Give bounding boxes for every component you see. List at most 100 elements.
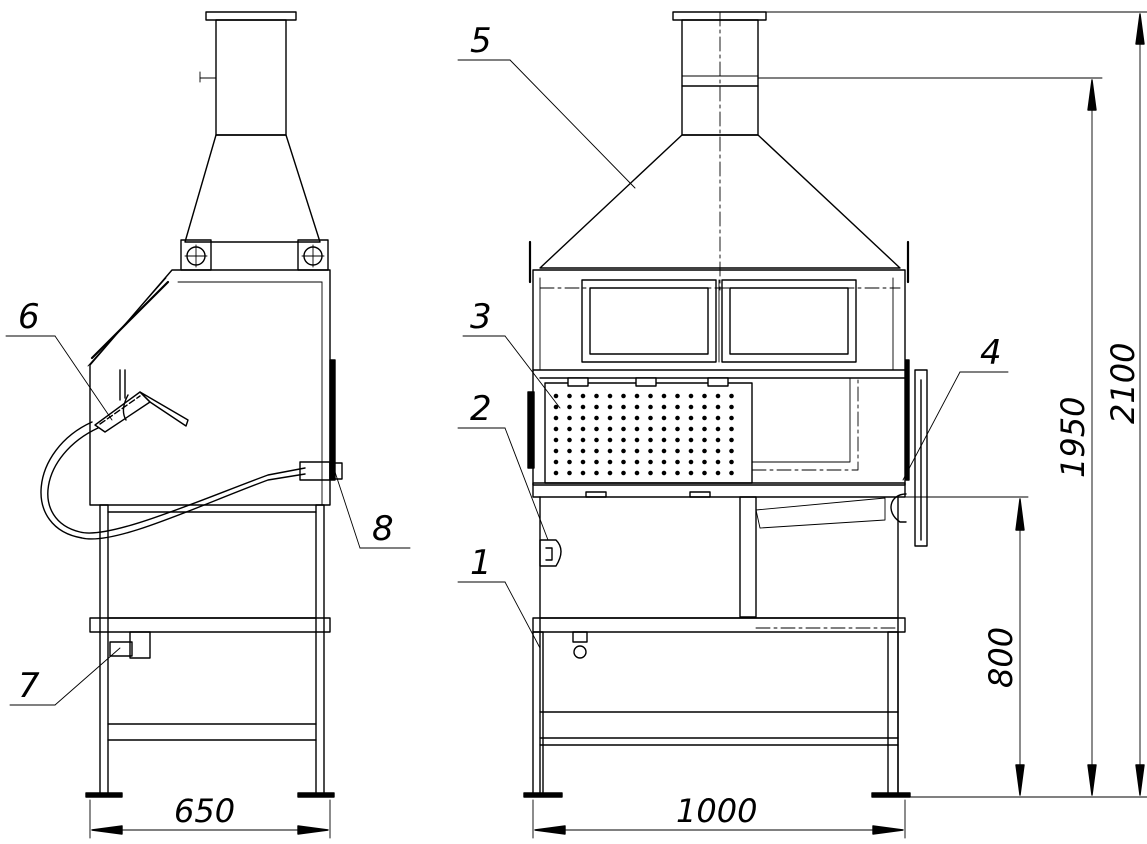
perforated-grate-3	[544, 382, 753, 484]
perforation-hole	[580, 470, 586, 476]
perforation-hole	[661, 448, 667, 454]
perforation-hole	[567, 448, 572, 454]
callout-5: 5	[470, 21, 492, 61]
perforation-hole	[688, 470, 694, 476]
perforation-hole	[675, 415, 680, 421]
perforation-hole	[553, 437, 559, 443]
perforation-hole	[715, 437, 721, 443]
perforation-hole	[702, 459, 707, 465]
perforation-hole	[567, 459, 572, 465]
perforation-hole	[580, 448, 586, 454]
perforation-hole	[688, 426, 694, 432]
callout-4: 4	[980, 333, 1002, 373]
perforation-hole	[634, 437, 640, 443]
perforation-hole	[621, 415, 626, 421]
perforation-hole	[661, 393, 667, 399]
dim-1950-label: 1950	[1054, 397, 1092, 478]
perforation-hole	[661, 404, 667, 410]
dim-2100-label: 2100	[1104, 343, 1142, 424]
perforation-hole	[580, 393, 586, 399]
front-window-right	[721, 279, 857, 363]
perforation-hole	[648, 415, 653, 421]
perforation-hole	[675, 470, 680, 476]
side-view	[40, 11, 343, 839]
perforation-hole	[580, 426, 586, 432]
perforation-hole	[567, 470, 572, 476]
dim-1000-label: 1000	[676, 792, 757, 830]
perforation-hole	[607, 404, 613, 410]
perforation-hole	[729, 459, 734, 465]
callout-8: 8	[372, 509, 394, 549]
perforation-hole	[715, 415, 721, 421]
perforation-hole	[607, 448, 613, 454]
perforation-hole	[648, 470, 653, 476]
perforation-hole	[621, 426, 626, 432]
perforation-hole	[661, 437, 667, 443]
perforation-hole	[594, 470, 599, 476]
perforation-hole	[688, 415, 694, 421]
front-view	[523, 11, 928, 839]
perforation-hole	[715, 459, 721, 465]
perforation-hole	[715, 404, 721, 410]
perforation-hole	[621, 393, 626, 399]
perforation-hole	[634, 470, 640, 476]
perforation-hole	[648, 437, 653, 443]
perforation-hole	[729, 404, 734, 410]
perforation-hole	[675, 448, 680, 454]
perforation-hole	[648, 448, 653, 454]
front-duct-flange	[672, 11, 767, 21]
perforation-hole	[675, 426, 680, 432]
perforation-hole	[715, 470, 721, 476]
perforation-hole	[715, 448, 721, 454]
front-leg-left	[532, 631, 544, 795]
side-leg-rear	[315, 504, 325, 796]
perforation-hole	[621, 437, 626, 443]
perforation-hole	[594, 426, 599, 432]
perforation-hole	[567, 404, 572, 410]
callout-6: 6	[18, 297, 40, 337]
perforation-hole	[688, 448, 694, 454]
perforation-hole	[688, 404, 694, 410]
perforation-hole	[553, 415, 559, 421]
perforation-hole	[702, 415, 707, 421]
callout-2: 2	[470, 389, 492, 429]
perforation-hole	[702, 393, 707, 399]
perforation-hole	[580, 437, 586, 443]
perforation-hole	[553, 448, 559, 454]
perforation-hole	[553, 459, 559, 465]
perforation-hole	[648, 393, 653, 399]
perforation-hole	[607, 437, 613, 443]
perforation-hole	[634, 426, 640, 432]
perforation-hole	[634, 459, 640, 465]
perforation-hole	[553, 470, 559, 476]
vertical-dimensions	[757, 11, 1147, 798]
perforation-holes	[553, 393, 734, 476]
door-handle-2	[539, 539, 562, 567]
perforation-hole	[675, 437, 680, 443]
perforation-hole	[567, 393, 572, 399]
perforation-hole	[729, 470, 734, 476]
perforation-hole	[553, 393, 559, 399]
perforation-hole	[594, 393, 599, 399]
front-hood	[539, 134, 901, 269]
perforation-hole	[594, 448, 599, 454]
side-hood	[184, 134, 321, 243]
perforation-hole	[648, 426, 653, 432]
perforation-hole	[729, 393, 734, 399]
perforation-hole	[567, 415, 572, 421]
perforation-hole	[661, 426, 667, 432]
callout-3: 3	[470, 297, 492, 337]
perforation-hole	[661, 470, 667, 476]
perforation-hole	[553, 426, 559, 432]
perforation-hole	[688, 437, 694, 443]
perforation-hole	[580, 459, 586, 465]
perforation-hole	[594, 415, 599, 421]
perforation-hole	[607, 393, 613, 399]
perforation-hole	[634, 415, 640, 421]
perforation-hole	[661, 459, 667, 465]
perforation-hole	[702, 404, 707, 410]
perforation-hole	[594, 404, 599, 410]
perforation-hole	[715, 426, 721, 432]
perforation-hole	[621, 448, 626, 454]
